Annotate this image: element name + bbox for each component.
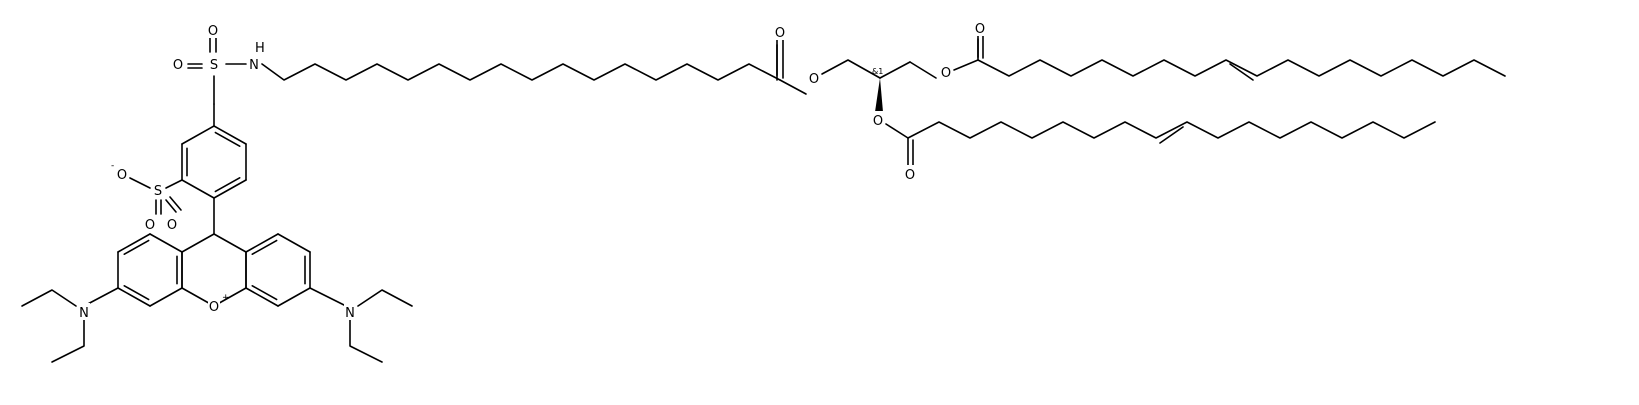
stereo-wedge-bond [875, 78, 883, 112]
xanthene-right-ring-3 [277, 287, 311, 307]
bond-ester-o-1 [779, 79, 807, 95]
sulfonamide-o-top-atom: O [208, 24, 218, 39]
left-ethyl-upper [21, 289, 77, 307]
carbonyl-o-2-atom-mask [904, 165, 916, 182]
ester-o-3-atom-mask [940, 63, 952, 80]
sulfonate-o-down-atom-mask [144, 215, 156, 232]
carbonyl-o-1-atom: O [775, 26, 785, 41]
bond-s-o-minus [129, 177, 151, 189]
pendant-phenyl-ring-2 [181, 125, 215, 145]
bond-aryl-s-sulfonate [165, 179, 183, 189]
left-ethyl-lower [51, 319, 85, 363]
right-ethyl-upper [357, 289, 413, 307]
sulfonamide-o-left-atom: O [173, 58, 183, 73]
upper-oleoyl-link [953, 59, 979, 71]
sulfonamide-n-atom: N [249, 58, 259, 73]
bond-c3-o3 [909, 61, 937, 79]
xanthene-right-ring-4-inner [251, 285, 278, 301]
pendant-phenyl-ring-3 [213, 125, 247, 145]
ester-o-3-atom: O [941, 66, 951, 81]
ester-o-1-atom-mask [808, 69, 820, 86]
sulfonate-s-atom: S [154, 184, 162, 199]
ester-o-2-atom: O [873, 114, 883, 129]
palmitoyl-chain [261, 63, 781, 81]
right-amine-n-atom-mask [344, 303, 356, 320]
pendant-phenyl-ring-5-inner [214, 177, 241, 193]
ring-oxygen-atom-mask [208, 297, 220, 314]
ester-o-1-atom: O [809, 72, 819, 87]
bond-ring-n-right [309, 287, 347, 307]
xanthene-center-ring-1 [213, 233, 247, 253]
bond-o2-carbonyl [885, 123, 909, 139]
xanthene-right-ring-0 [245, 233, 279, 253]
sulfonate-o-right-atom-mask [166, 215, 178, 232]
right-ethyl-lower [349, 319, 383, 363]
upper-cis-double-bond [1229, 63, 1254, 81]
carbonyl-o-1-atom-mask [774, 23, 786, 40]
bond-s-o-right-1 [165, 199, 177, 213]
left-amine-n-atom: N [79, 306, 89, 321]
xanthene-left-ring-0 [117, 233, 151, 253]
carbonyl-o-3-atom-mask [974, 19, 986, 36]
pendant-phenyl-ring-3-inner [214, 131, 241, 147]
glycerol-c1 [821, 59, 881, 79]
sulfonate-o-minus-atom-mask [116, 165, 128, 182]
sulfonate-o-right-atom: O [167, 218, 177, 233]
xanthene-right-ring-4 [245, 287, 279, 307]
pendant-phenyl-ring-0 [181, 179, 215, 199]
sulfonamide-n-atom-mask [248, 55, 260, 72]
sulfonamide-h-atom: H [255, 41, 265, 56]
stereo-label: &1 [872, 67, 883, 76]
xanthene-left-ring-4-inner [123, 285, 150, 301]
sulfonate-o-down-atom: O [145, 218, 155, 233]
sulfonamide-o-left-atom-mask [172, 55, 184, 72]
lower-cis-double-bond [1159, 126, 1184, 144]
sulfonate-o-minus-atom: O [117, 168, 127, 183]
positive-charge: + [222, 293, 230, 303]
sulfonate-s-atom-mask [152, 181, 164, 198]
bond-c2-c3 [879, 61, 911, 79]
lower-oleoyl-chain [907, 121, 1436, 139]
sulfonamide-o-top-atom-mask [207, 21, 219, 38]
sulfonamide-s-atom: S [210, 58, 218, 73]
sulfonamide-s-atom-mask [208, 55, 220, 72]
negative-charge: - [111, 161, 114, 171]
ester-o-2-atom-mask [872, 111, 884, 128]
right-amine-n-atom: N [345, 306, 355, 321]
xanthene-left-ring-4 [117, 287, 151, 307]
bond-lines [21, 35, 1506, 363]
left-amine-n-atom-mask [78, 303, 90, 320]
xanthene-right-ring-1 [277, 233, 311, 253]
carbonyl-o-3-atom: O [975, 22, 985, 37]
bond-s-o-right-2 [169, 196, 182, 211]
xanthene-center-ring-0 [181, 233, 215, 253]
xanthene-left-ring-1 [149, 233, 183, 253]
xanthene-right-ring-0-inner [251, 239, 278, 255]
ring-oxygen-atom: O [209, 300, 219, 315]
xanthene-left-ring-3 [149, 287, 183, 307]
carbonyl-o-2-atom: O [905, 168, 915, 183]
upper-oleoyl-chain [977, 59, 1506, 77]
pendant-phenyl-ring-5 [213, 179, 247, 199]
xanthene-left-ring-0-inner [123, 239, 150, 255]
